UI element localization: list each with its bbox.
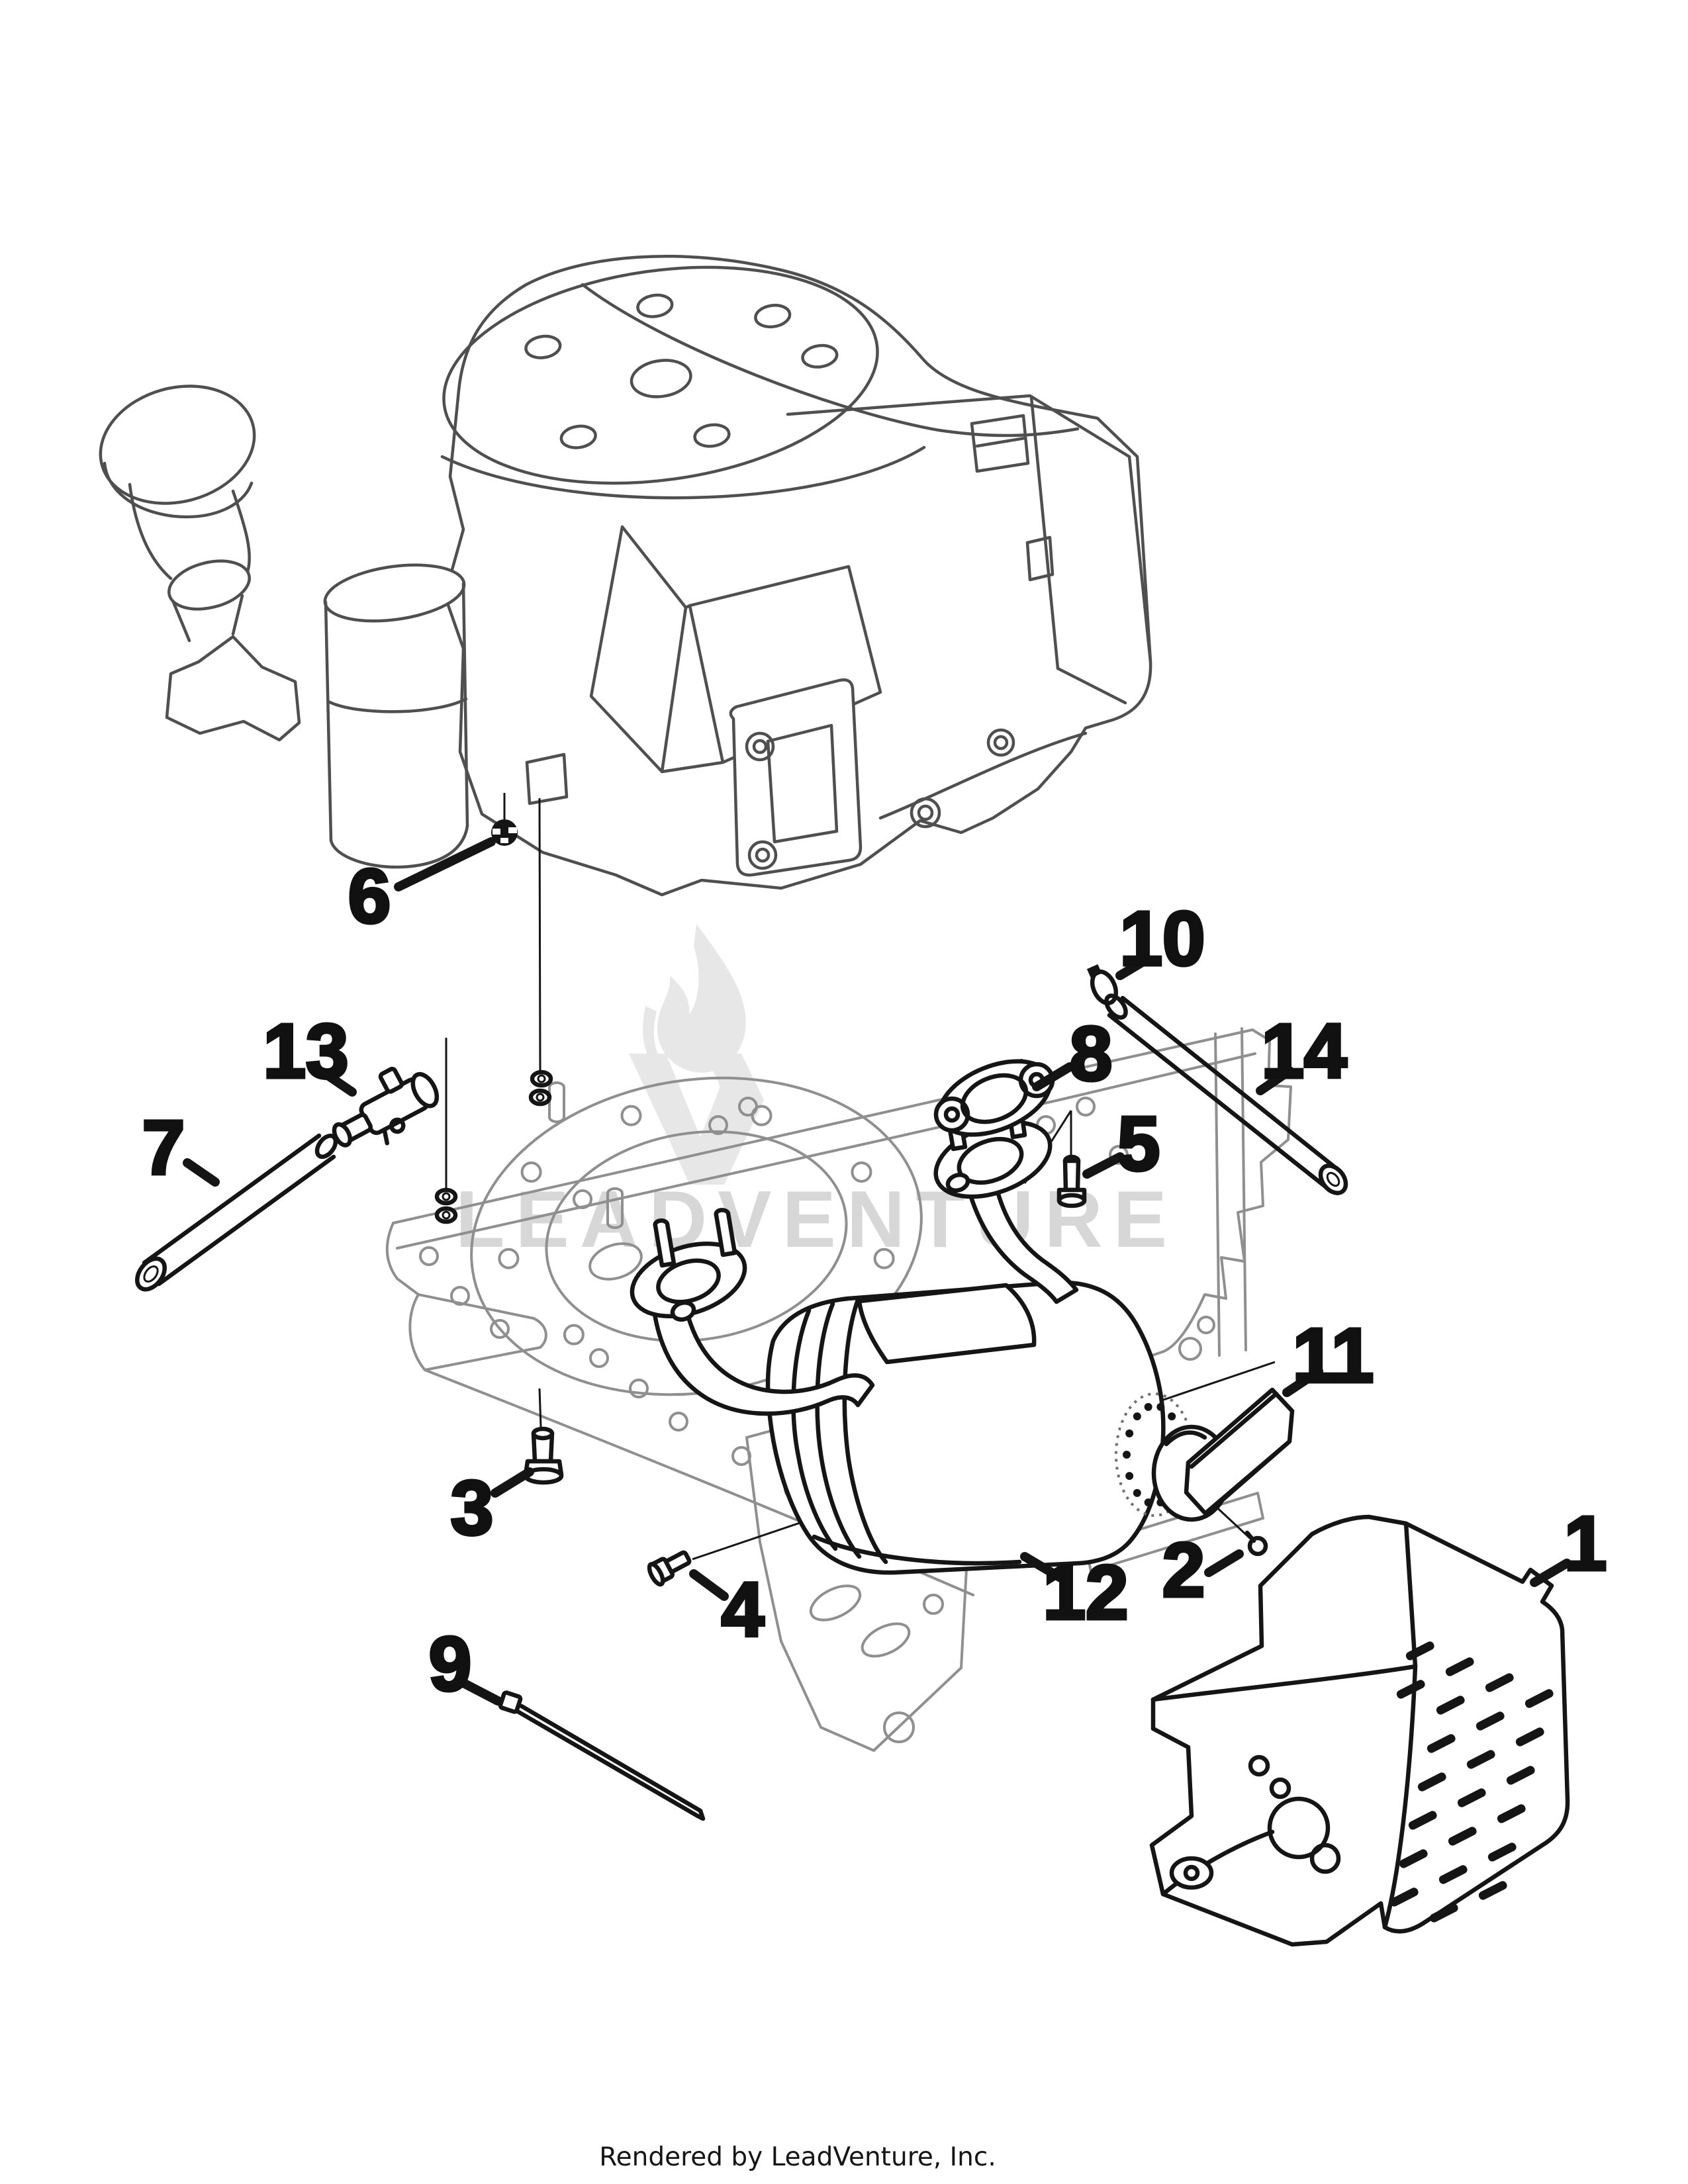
callout-12: 12 <box>1020 1548 1130 1637</box>
callout-4: 4 <box>689 1565 766 1655</box>
leader-line <box>1282 1367 1323 1397</box>
flame-icon <box>629 924 764 1185</box>
callout-5: 5 <box>1082 1099 1162 1189</box>
flange-nut-6 <box>491 819 518 846</box>
leader-line <box>1204 1549 1244 1577</box>
part-number-5: 5 <box>1117 1101 1160 1187</box>
part-number-4: 4 <box>722 1567 765 1653</box>
screw-2 <box>1244 1530 1268 1557</box>
leader-line <box>1530 1559 1571 1587</box>
hose-clamp <box>1086 964 1119 1005</box>
fuel-valve <box>332 1066 440 1148</box>
fuel-tank <box>786 394 1152 705</box>
oil-fill-knob <box>99 385 256 643</box>
leader-line <box>460 1679 502 1706</box>
washers <box>434 1069 553 1224</box>
part-number-7: 7 <box>142 1105 185 1191</box>
v-mark <box>629 1054 764 1185</box>
part-number-2: 2 <box>1162 1527 1205 1613</box>
exhaust-pipe-left <box>630 1208 875 1416</box>
part-number-13: 13 <box>263 1008 348 1094</box>
callout-2: 2 <box>1160 1525 1244 1615</box>
watermark-text: LEADVENTURE <box>455 1174 1178 1264</box>
leader-line <box>1082 1152 1125 1179</box>
part-number-11: 11 <box>1293 1312 1374 1398</box>
heat-shield-slots <box>1389 1641 1554 1923</box>
muffler <box>765 1280 1232 1575</box>
leader-line <box>689 1569 729 1601</box>
leader-line <box>183 1158 220 1187</box>
callout-8: 8 <box>1032 1009 1114 1099</box>
heat-shield <box>1149 1514 1570 1947</box>
callout-6: 6 <box>346 837 496 941</box>
part-number-12: 12 <box>1043 1549 1128 1635</box>
part-number-14: 14 <box>1261 1008 1346 1094</box>
flange-studs <box>653 1208 737 1268</box>
leader-line <box>491 1467 534 1498</box>
part-number-1: 1 <box>1564 1500 1607 1586</box>
callout-10: 10 <box>1115 894 1207 983</box>
footer-text: Rendered by LeadVenture, Inc. <box>599 2142 996 2172</box>
callout-13: 13 <box>261 1007 357 1097</box>
oil-filter <box>323 563 469 869</box>
engine-assembly <box>99 255 1152 897</box>
deck-stud <box>548 1081 624 1229</box>
callout-3: 3 <box>449 1463 534 1553</box>
cable-tie-9 <box>498 1690 706 1821</box>
shoulder-bolt-3 <box>523 1426 564 1485</box>
part-number-8: 8 <box>1070 1011 1113 1097</box>
part-number-6: 6 <box>348 853 391 939</box>
part-number-10: 10 <box>1119 895 1205 981</box>
leader-line <box>394 837 496 891</box>
muffler-top-shield <box>857 1283 1037 1365</box>
watermark: LEADVENTURE <box>455 924 1178 1264</box>
part-number-9: 9 <box>429 1621 472 1707</box>
cap-screw-5 <box>1056 1154 1087 1208</box>
starter <box>729 678 863 877</box>
flywheel-plate <box>442 265 879 485</box>
callout-14: 14 <box>1256 1007 1348 1096</box>
fuel-tube <box>135 1133 338 1292</box>
engine-outline <box>443 255 1152 897</box>
leader-line <box>1115 955 1151 980</box>
leader-line <box>1020 1552 1065 1582</box>
drain-tube <box>1104 993 1348 1195</box>
left-bracket <box>165 635 301 742</box>
callout-1: 1 <box>1530 1499 1609 1588</box>
flange-bolt-4 <box>647 1550 692 1587</box>
callout-11: 11 <box>1282 1311 1376 1400</box>
muffler-bracket <box>1184 1387 1295 1517</box>
callout-9: 9 <box>427 1619 502 1709</box>
callout-7: 7 <box>140 1103 220 1193</box>
leader-line <box>1032 1062 1074 1091</box>
part-number-3: 3 <box>451 1465 494 1551</box>
leader-line <box>1256 1066 1294 1095</box>
leader-line <box>318 1068 357 1097</box>
